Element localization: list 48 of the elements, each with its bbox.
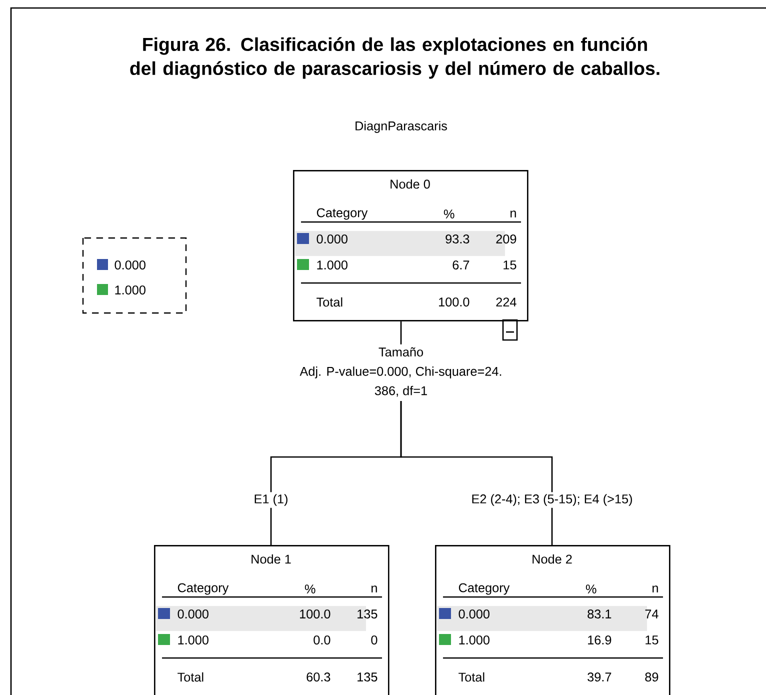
- column-header: n: [510, 210, 516, 218]
- category-label: 1.000: [317, 260, 348, 270]
- category-label: 1.000: [178, 636, 208, 644]
- column-header: %: [444, 210, 454, 218]
- count-value: 135: [358, 610, 378, 618]
- count-value: 209: [496, 234, 516, 244]
- node-title: Node 1: [252, 554, 291, 564]
- percent-value: 6.7: [452, 260, 470, 270]
- percent-value: 0.0: [314, 636, 330, 644]
- percent-value: 60.3: [306, 672, 330, 682]
- connector: [400, 321, 402, 344]
- column-header: n: [652, 586, 658, 592]
- column-header: %: [304, 584, 316, 594]
- count-value: 15: [646, 636, 658, 644]
- count-value: 224: [496, 298, 516, 306]
- count-value: 74: [645, 610, 658, 618]
- category-label: 0.000: [316, 234, 348, 244]
- percent-value: 100.0: [439, 298, 470, 306]
- edge-label: E2 (2-4); E3 (5-15); E4 (>15): [469, 492, 635, 508]
- percent-value: 16.9: [588, 636, 612, 644]
- column-header: Category: [316, 208, 368, 220]
- connector: [400, 400, 553, 545]
- column-header: %: [586, 584, 596, 594]
- count-value: 135: [358, 672, 378, 682]
- split-info: Tamaño Adj. P-value=0.000, Chi-square=24. 386, df=1: [300, 347, 502, 397]
- column-header: n: [372, 586, 377, 592]
- node-title: Node 0: [390, 179, 430, 189]
- count-value: 15: [504, 260, 516, 270]
- category-label: 0.000: [458, 610, 490, 618]
- legend-label: 0.000: [114, 260, 146, 270]
- total-label: Total: [178, 672, 204, 682]
- percent-value: 93.3: [446, 234, 470, 244]
- legend-label: 1.000: [115, 286, 146, 294]
- count-value: 0: [371, 636, 378, 644]
- column-header: Category: [458, 583, 510, 595]
- category-label: 1.000: [459, 636, 490, 644]
- total-label: Total: [316, 297, 342, 307]
- edge-label: E1 (1): [252, 492, 290, 508]
- total-label: Total: [458, 672, 484, 682]
- percent-value: 39.7: [588, 672, 612, 682]
- node-title: Node 2: [532, 554, 572, 564]
- percent-value: 100.0: [300, 610, 330, 618]
- tree-title: DiagnParascaris: [356, 121, 447, 133]
- percent-value: 83.1: [588, 610, 612, 618]
- column-header: Category: [178, 583, 229, 595]
- count-value: 89: [645, 672, 658, 682]
- figure-title: Figura 26. Clasificación de las explotaciones en función del diagnóstico de parascariosis y del número de caballos.: [130, 37, 660, 79]
- category-label: 0.000: [178, 610, 208, 618]
